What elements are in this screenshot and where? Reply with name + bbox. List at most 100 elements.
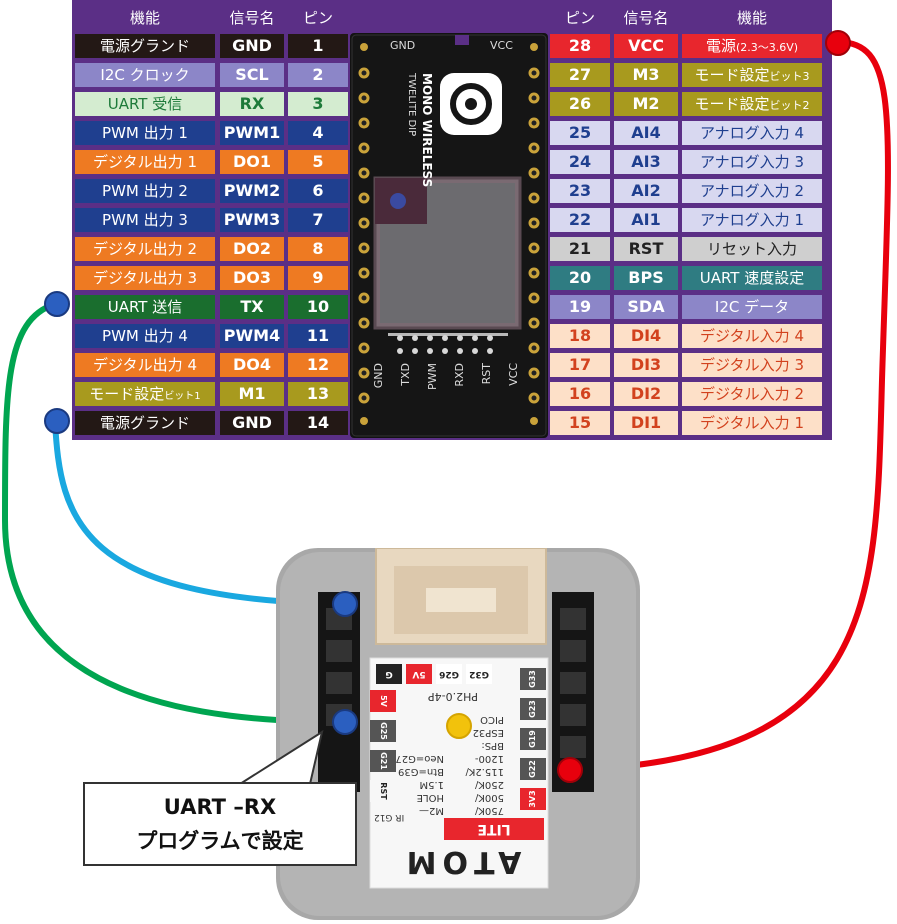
left-function-9: デジタル出力 3 [75,266,215,290]
board-label-twelite-dip: TWELITE DIP [406,73,417,137]
board-pad [358,242,370,254]
board-label-gnd: GND [390,39,416,52]
board-bottom-label: PWM [426,363,439,391]
board-pad [358,367,370,379]
board-bottom-label: RXD [453,363,466,387]
right-function-text: アナログ入力 3 [699,153,804,171]
right-pin-24: 24 [550,150,610,174]
info-line: 500K/ [474,792,504,803]
right-pin-26: 26 [550,92,610,116]
left-pin-11: 11 [288,324,348,348]
gnd-wire [52,418,348,607]
right-pin-28: 28 [550,34,610,58]
left-function-text: デジタル出力 2 [92,240,197,258]
left-signal-6: PWM2 [220,179,284,203]
info-line: M2— [419,805,444,816]
board-pad [528,317,540,329]
left-signal-13: M1 [220,382,284,406]
right-signal-15: DI1 [614,411,678,435]
left-function-7: PWM 出力 3 [75,208,215,232]
left-signal-3: RX [220,92,284,116]
left-function-6: PWM 出力 2 [75,179,215,203]
left-function-8: デジタル出力 2 [75,237,215,261]
left-function-text: UART 受信 [107,95,183,113]
info-line: Neo=G27 [395,753,444,764]
ir-label: IR G12 [374,812,405,822]
right-pin-23: 23 [550,179,610,203]
left-function-text: PWM 出力 2 [102,182,188,200]
info-line: 1.5M [419,779,444,790]
left-pin-1: 1 [288,34,348,58]
left-pin-14: 14 [288,411,348,435]
right-signal-17: DI3 [614,353,678,377]
right-function-text: I2C データ [714,298,790,316]
right-function-text: デジタル入力 3 [699,356,804,374]
left-function-sub: ビット1 [164,391,201,402]
grove-pin-label: G32 [466,664,492,684]
right-function-sub: ビット3 [769,70,810,83]
callout-line2: プログラムで設定 [136,829,304,853]
left-pin-label: 5V [370,690,396,712]
left-pin-label: G21 [370,750,396,772]
board-pad [358,67,370,79]
header-right-function: 機能 [736,9,767,27]
board-pad [528,142,540,154]
connector-label: PH2.0-4P [428,690,478,703]
header-left-function: 機能 [129,9,160,27]
right-function-24: アナログ入力 3 [682,150,822,174]
board-pad [358,392,370,404]
twelite-board-graphic [351,34,547,437]
left-signal-7: PWM3 [220,208,284,232]
info-line: HOLE [416,792,444,803]
left-function-text: PWM 出力 3 [102,211,188,229]
left-pin-9: 9 [288,266,348,290]
board-pad [528,217,540,229]
left-function-4: PWM 出力 1 [75,121,215,145]
right-signal-19: SDA [614,295,678,319]
right-signal-18: DI4 [614,324,678,348]
board-pad [358,142,370,154]
left-function-text: 電源グランド [99,37,190,55]
right-pin-18: 18 [550,324,610,348]
left-function-text: 電源グランド [99,414,190,432]
info-line: ESP32 [472,727,504,738]
right-function-23: アナログ入力 2 [682,179,822,203]
left-function-14: 電源グランド [75,411,215,435]
left-function-text: PWM 出力 1 [102,124,188,142]
board-pad [358,217,370,229]
info-line: 1200- [474,753,504,764]
grove-pin-label: G [376,664,402,684]
left-function-13: モード設定ビット1 [75,382,215,406]
left-pin-5: 5 [288,150,348,174]
left-function-12: デジタル出力 4 [75,353,215,377]
left-pin-4: 4 [288,121,348,145]
right-function-26: モード設定ビット2 [682,92,822,116]
right-pin-25: 25 [550,121,610,145]
left-pin-7: 7 [288,208,348,232]
left-function-3: UART 受信 [75,92,215,116]
right-pin-27: 27 [550,63,610,87]
board-pad [358,192,370,204]
left-pin-3: 3 [288,92,348,116]
right-function-text: アナログ入力 1 [699,211,804,229]
board-pad [358,267,370,279]
right-function-text: リセット入力 [706,240,797,258]
left-pin-13: 13 [288,382,348,406]
uart-rx-callout: UART –RX プログラムで設定 [83,782,357,866]
right-pin-15: 15 [550,411,610,435]
left-function-text: I2C クロック [100,66,190,84]
info-line: BPS: [481,740,504,751]
left-function-10: UART 送信 [75,295,215,319]
right-function-text: デジタル入力 1 [699,414,804,432]
left-function-text: デジタル出力 1 [92,153,197,171]
board-pad [358,92,370,104]
left-function-text: UART 送信 [107,298,183,316]
right-function-text: モード設定 [694,66,770,84]
left-pin-12: 12 [288,353,348,377]
